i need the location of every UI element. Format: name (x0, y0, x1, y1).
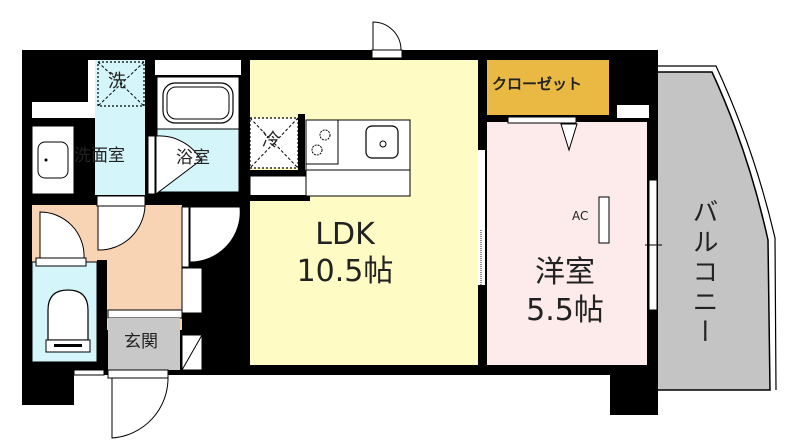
refrigerator-label: 冷 (262, 130, 280, 151)
entrance-label: 玄関 (124, 332, 158, 352)
washroom-label: 洗面室 (74, 146, 125, 166)
western-room-floor (487, 122, 647, 365)
ldk-size: 10.5帖 (296, 254, 394, 289)
balcony (656, 65, 777, 391)
closet-floor (487, 60, 609, 115)
entrance-floor (108, 318, 180, 370)
western-room-size: 5.5帖 (526, 293, 604, 328)
washing-machine-label: 洗 (108, 71, 126, 92)
western-room-name: 洋室 (535, 255, 595, 290)
ldk-floor (250, 60, 478, 365)
ldk-name: LDK (315, 217, 375, 252)
air-conditioner-label: AC (572, 209, 589, 223)
balcony-label: バルコニー (688, 198, 718, 348)
bathroom-label: 浴室 (176, 148, 210, 168)
closet-label: クローゼット (492, 75, 583, 93)
